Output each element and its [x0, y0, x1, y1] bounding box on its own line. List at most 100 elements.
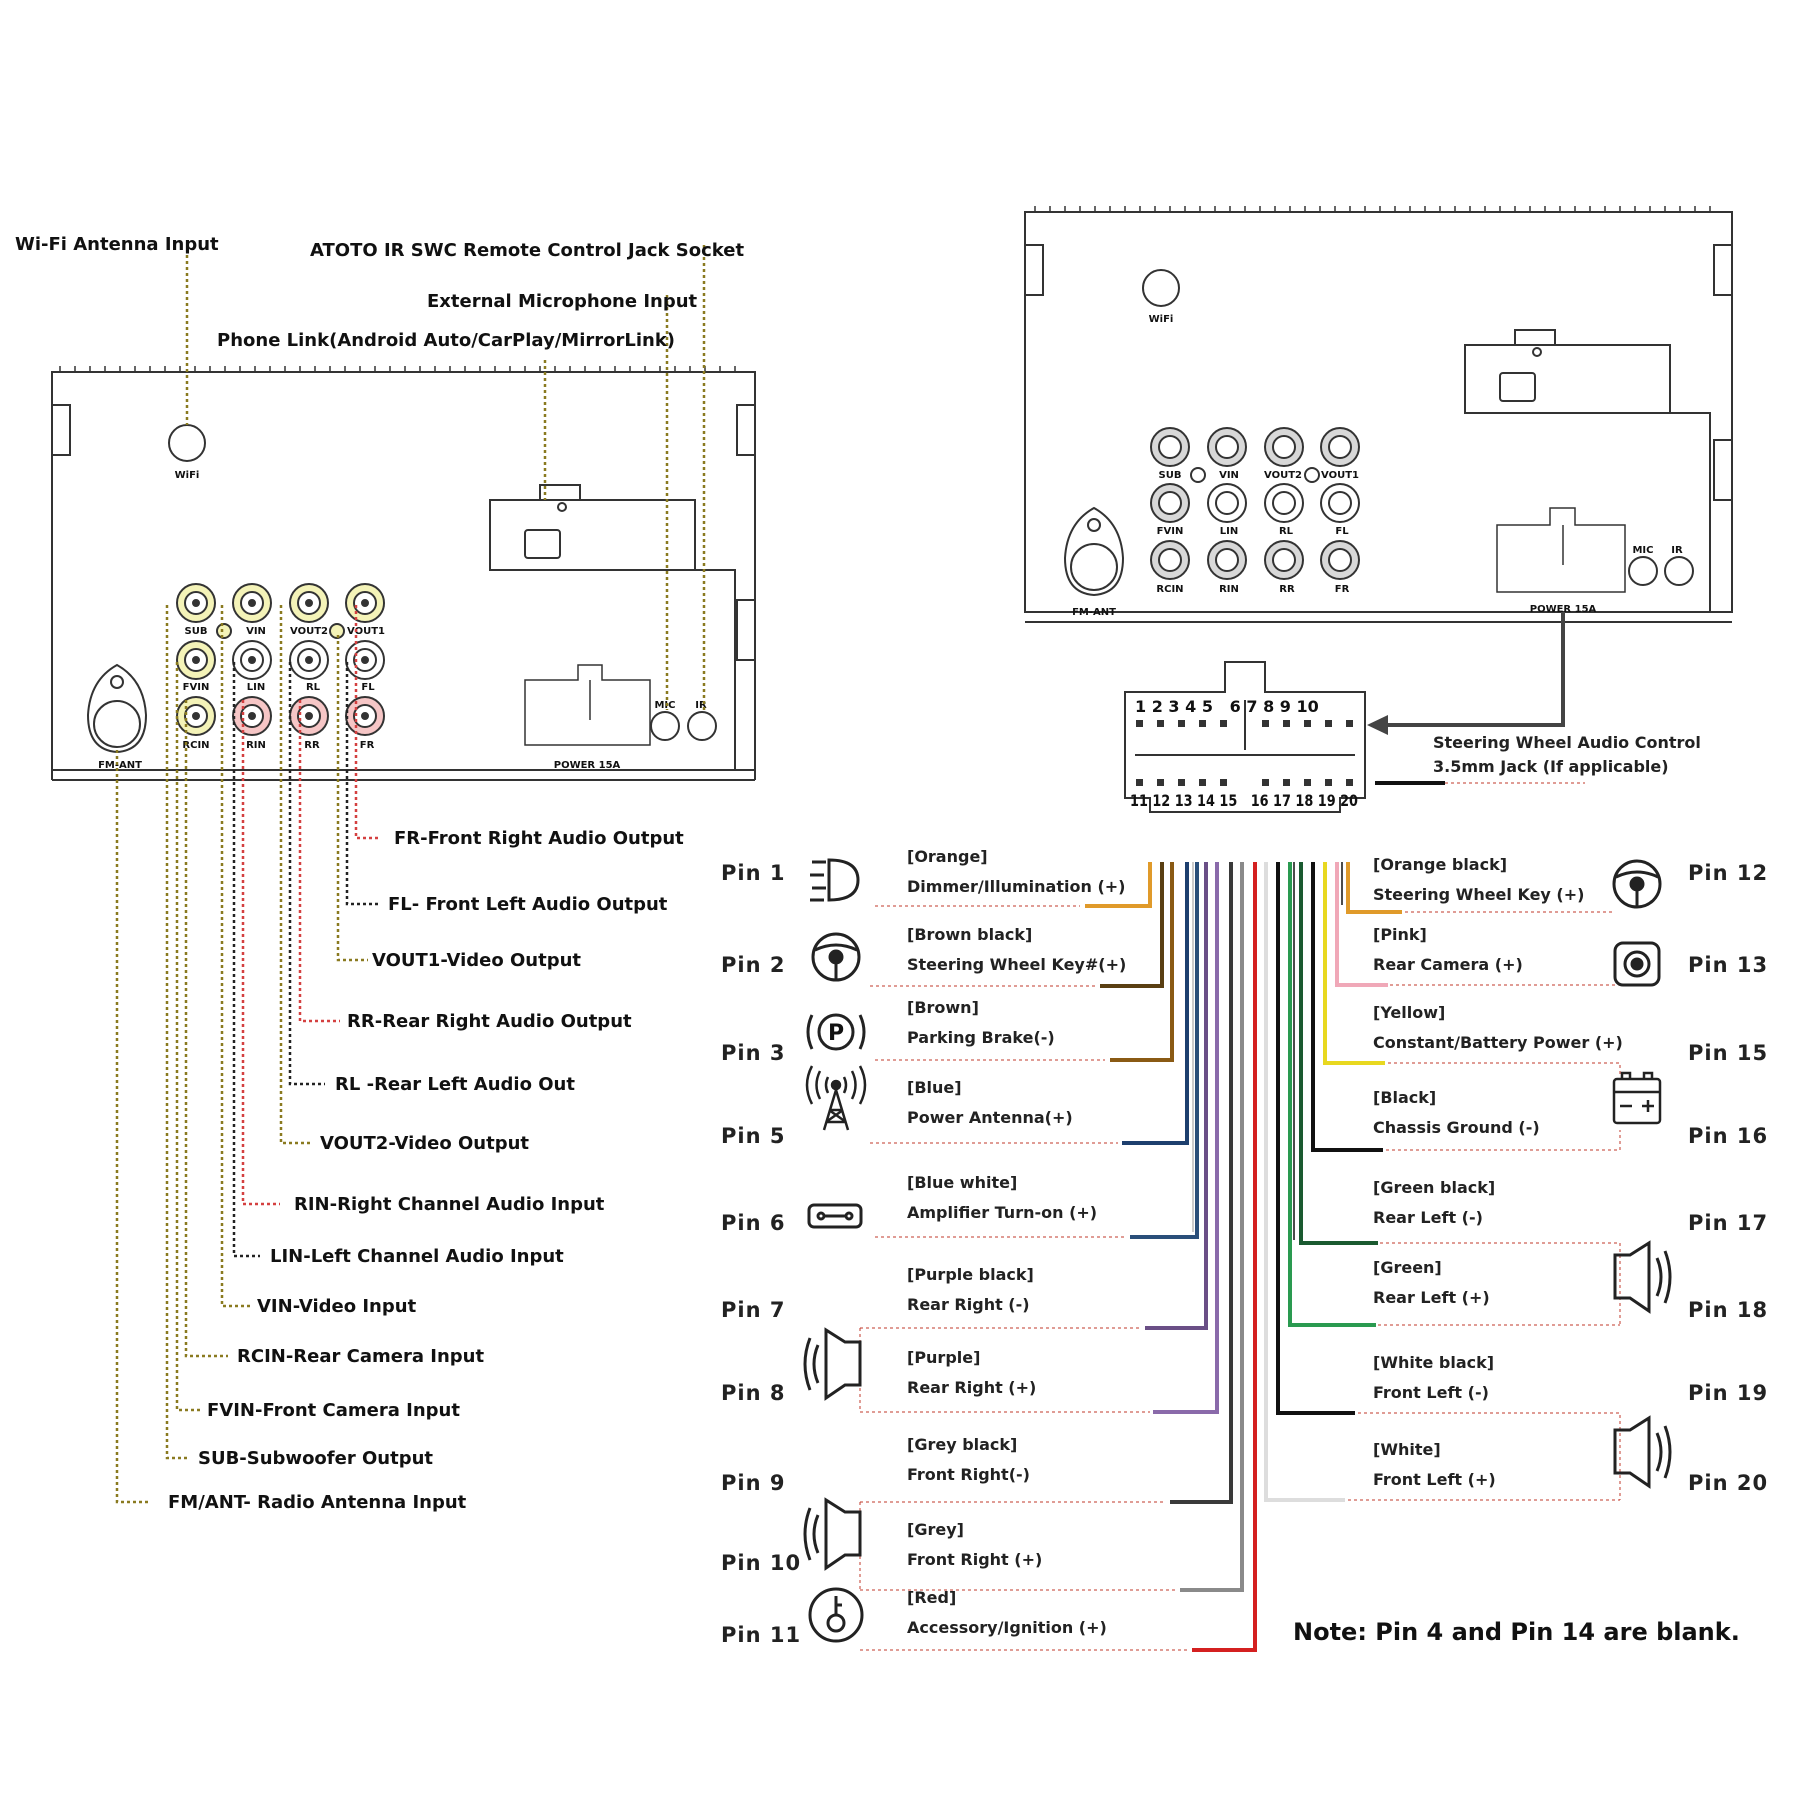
wire-color-label: [Orange black]	[1373, 855, 1507, 874]
right-wifi-port-icon	[1142, 269, 1180, 307]
vin-jack-label: VIN	[246, 626, 266, 637]
r-rl-jack-label: RL	[1279, 526, 1294, 537]
wire-color-label: [Red]	[907, 1588, 956, 1607]
fl-output-label: FL- Front Left Audio Output	[388, 894, 668, 915]
wire-pin18	[1288, 862, 1376, 1327]
wire-pin10	[1180, 862, 1244, 1592]
rcin-jack-label: RCIN	[182, 740, 209, 751]
ignition-key-icon	[808, 1587, 864, 1643]
r-fl-jack-label: FL	[1335, 526, 1349, 537]
r-rcin-jack-label: RCIN	[1156, 584, 1183, 595]
left-mic-label: MIC	[654, 700, 675, 711]
wire-pin13	[1335, 862, 1388, 987]
wire-color-label: [Purple]	[907, 1348, 980, 1367]
swc-leader-line	[1385, 612, 1565, 727]
left-mic-port-icon	[650, 711, 680, 741]
wire-function-label: Constant/Battery Power (+)	[1373, 1033, 1623, 1052]
r-rr-jack-label: RR	[1279, 584, 1295, 595]
fvin-jack-label: FVIN	[183, 682, 210, 693]
wire-pin1	[1085, 862, 1152, 908]
pin-number-label: Pin 11	[721, 1623, 801, 1647]
parking-brake-icon	[806, 1013, 866, 1051]
speaker-icon	[1613, 1240, 1672, 1314]
right-power-label: POWER 15A	[1530, 604, 1597, 615]
right-mic-port-icon	[1628, 556, 1658, 586]
wire-color-label: [Brown black]	[907, 925, 1032, 944]
pin-number-label: Pin 1	[721, 861, 785, 885]
r-fr-jack-label: FR	[1335, 584, 1350, 595]
wire-function-label: Front Left (-)	[1373, 1383, 1489, 1402]
wire-pin12	[1346, 862, 1402, 914]
wire-pin20	[1264, 862, 1345, 1502]
fm-ant-input-label: FM/ANT- Radio Antenna Input	[168, 1492, 467, 1513]
wire-color-label: [Yellow]	[1373, 1003, 1445, 1022]
left-ir-label: IR	[695, 700, 707, 711]
fl-jack-label: FL	[361, 682, 375, 693]
camera-icon	[1613, 941, 1661, 987]
wire-function-label: Rear Right (+)	[907, 1378, 1036, 1397]
left-power-connector	[524, 664, 651, 746]
wire-pin9	[1170, 862, 1233, 1504]
r-fvin-jack-label: FVIN	[1157, 526, 1184, 537]
wire-color-label: [Orange]	[907, 847, 988, 866]
wire-color-label: [Grey]	[907, 1520, 964, 1539]
wifi-port-icon	[168, 424, 206, 462]
wire-function-label: Front Right (+)	[907, 1550, 1042, 1569]
vout2-jack-label: VOUT2	[290, 626, 328, 637]
steering-wheel-icon	[1612, 859, 1662, 909]
antenna-icon	[805, 1065, 867, 1131]
external-mic-label: External Microphone Input	[427, 291, 698, 312]
right-power-connector	[1496, 507, 1626, 593]
wire-pin3	[1110, 862, 1174, 1062]
lin-input-label: LIN-Left Channel Audio Input	[270, 1246, 564, 1267]
wire-pin8	[1153, 862, 1219, 1414]
connector-top-pin-numbers: 1 2 3 4 5 6 7 8 9 10	[1135, 697, 1319, 716]
wire-function-label: Amplifier Turn-on (+)	[907, 1203, 1097, 1222]
wire-function-label: Rear Camera (+)	[1373, 955, 1523, 974]
r-vout2-jack-label: VOUT2	[1264, 470, 1302, 481]
wiring-connector	[1124, 661, 1366, 813]
wire-color-label: [White]	[1373, 1440, 1441, 1459]
speaker-icon	[803, 1327, 862, 1401]
right-wire-bundle	[1264, 862, 1402, 1502]
connector-bottom-pin-numbers: 11 12 13 14 15 16 17 18 19 20	[1130, 791, 1358, 810]
wire-function-label: Power Antenna(+)	[907, 1108, 1073, 1127]
wire-color-label: [Blue]	[907, 1078, 962, 1097]
ir-swc-label: ATOTO IR SWC Remote Control Jack Socket	[310, 240, 744, 261]
swc-label-line2: 3.5mm Jack (If applicable)	[1433, 757, 1669, 776]
swc-arrow-icon	[1367, 715, 1388, 735]
r-vout1-jack-label: VOUT1	[1321, 470, 1359, 481]
rl-output-label: RL -Rear Left Audio Out	[335, 1074, 575, 1095]
fm-ant-port-label: FM-ANT	[98, 760, 142, 771]
wire-pin17	[1299, 862, 1378, 1245]
wifi-port-label: WiFi	[175, 470, 200, 481]
wifi-antenna-label: Wi-Fi Antenna Input	[15, 234, 219, 255]
wire-pin16	[1311, 862, 1383, 1152]
wire-function-label: Rear Left (-)	[1373, 1208, 1483, 1227]
parking-p-glyph: P	[828, 1021, 844, 1046]
right-ir-port-icon	[1664, 556, 1694, 586]
pin-number-label: Pin 17	[1688, 1211, 1768, 1235]
vout2-output-label: VOUT2-Video Output	[320, 1133, 529, 1154]
sub-output-label: SUB-Subwoofer Output	[198, 1448, 433, 1469]
wire-color-label: [Pink]	[1373, 925, 1427, 944]
wire-pin19	[1276, 862, 1355, 1415]
lin-jack-label: LIN	[247, 682, 265, 693]
rr-jack-label: RR	[304, 740, 320, 751]
wire-color-label: [Brown]	[907, 998, 979, 1017]
fm-ant-port-icon	[86, 663, 148, 754]
wire-function-label: Chassis Ground (-)	[1373, 1118, 1540, 1137]
left-dividers	[859, 905, 1188, 1651]
r-sub-jack-label: SUB	[1159, 470, 1182, 481]
wire-color-label: [White black]	[1373, 1353, 1494, 1372]
battery-icon	[1612, 1071, 1662, 1125]
speaker-icon	[803, 1497, 862, 1571]
wire-function-label: Front Left (+)	[1373, 1470, 1496, 1489]
wire-function-label: Rear Right (-)	[907, 1295, 1030, 1314]
wire-pin15	[1323, 862, 1385, 1065]
wire-color-label: [Black]	[1373, 1088, 1436, 1107]
sub-jack-label: SUB	[185, 626, 208, 637]
left-power-label: POWER 15A	[554, 760, 621, 771]
wire-function-label: Accessory/Ignition (+)	[907, 1618, 1107, 1637]
right-fm-ant-label: FM-ANT	[1072, 607, 1116, 618]
